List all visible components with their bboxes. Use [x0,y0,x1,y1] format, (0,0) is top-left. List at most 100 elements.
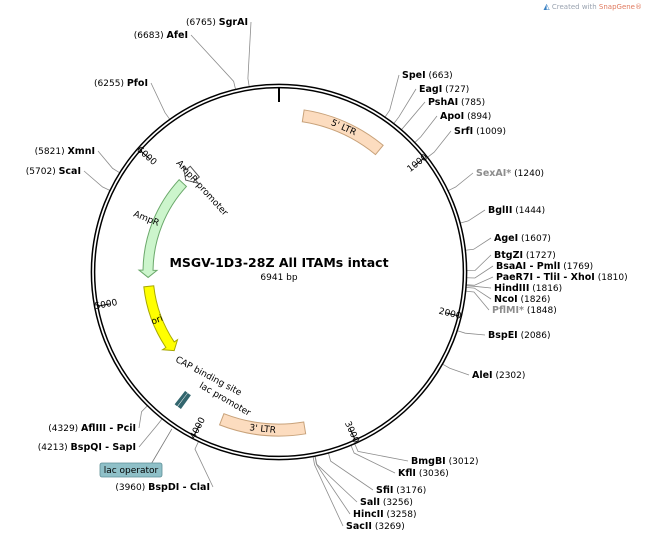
site-leader-sfii [328,452,374,491]
feature-label-lac-operator: lac operator [104,466,159,476]
site-name-eagi: EagI [419,84,442,95]
site-label-bspqi-sapi[interactable]: (4213) BspQI - SapI [38,442,136,453]
site-name-pshai: PshAI [428,97,458,108]
snapgene-logo-icon: ◭ [543,2,550,11]
site-label-afei[interactable]: (6683) AfeI [134,30,188,41]
site-pos-sexai: (1240) [511,169,544,179]
feature-label-ori: ori [150,314,165,328]
site-label-spei[interactable]: SpeI (663) [402,70,453,81]
site-label-bglii[interactable]: BglII (1444) [488,205,545,216]
site-name-scai: ScaI [59,166,81,177]
site-label-pshai[interactable]: PshAI (785) [428,97,485,108]
site-pos-bspei: (2086) [518,331,551,341]
backbone-outer-strand [90,83,468,461]
site-leader-bspdi-clai [194,441,214,488]
site-leader-eagi [393,88,417,124]
site-label-bspdi-clai[interactable]: (3960) BspDI - ClaI [115,482,210,493]
site-label-hindiii[interactable]: HindIII (1816) [494,283,562,294]
site-label-sfii[interactable]: SfiI (3176) [376,485,426,496]
site-leader-btgzi [466,254,492,271]
site-label-sgrai[interactable]: (6765) SgrAI [186,17,248,28]
site-pos-paer7i-tlii-xhoi: (1810) [595,273,628,283]
site-leader-scai [83,170,111,191]
site-name-ncoi: NcoI [494,294,518,305]
site-label-bmgbi[interactable]: BmgBI (3012) [411,456,479,467]
site-label-scai[interactable]: (5702) ScaI [26,166,81,177]
site-label-alei[interactable]: AleI (2302) [472,370,525,381]
site-pos-eagi: (727) [442,85,469,95]
feature-leader-lac-operator [149,428,173,467]
site-leader-pfoi [150,82,171,120]
tick-mark-2000 [445,312,458,317]
site-name-afliii-pcii: AflIII - PciI [81,423,136,434]
site-leader-afliii-pcii [138,405,148,429]
site-name-sexai: SexAI* [476,168,511,179]
site-name-sali: SalI [360,497,380,508]
site-label-sali[interactable]: SalI (3256) [360,497,413,508]
site-pos-bglii: (1444) [512,206,545,216]
site-label-agei[interactable]: AgeI (1607) [494,233,551,244]
plasmid-name: MSGV-1D3-28Z All ITAMs intact [169,255,388,270]
site-label-hincii[interactable]: HincII (3258) [353,509,416,520]
site-label-ncoi[interactable]: NcoI (1826) [494,294,550,305]
site-name-sfii: SfiI [376,485,393,496]
site-label-kfli[interactable]: KflI (3036) [398,468,449,479]
site-label-xmni[interactable]: (5821) XmnI [35,146,95,157]
site-leader-pflmi [465,290,490,311]
site-leader-xmni [97,150,120,174]
site-pos-bspdi-clai: (3960) [115,483,148,493]
site-name-apoi: ApoI [440,111,464,122]
site-pos-pfoi: (6255) [94,79,127,89]
feature-lac-operator [99,462,163,478]
site-leader-pshai [401,101,426,131]
site-label-pflmi[interactable]: PflMI* (1848) [492,305,557,316]
site-label-btgzi[interactable]: BtgZI (1727) [494,250,556,261]
site-name-bsaai-pmli: BsaAI - PmlI [496,261,560,272]
site-pos-afei: (6683) [134,31,167,41]
site-name-srfi: SrfI [454,126,473,137]
site-leader-spei [384,74,400,118]
site-leader-kfli [350,445,396,474]
site-pos-hindiii: (1816) [529,284,562,294]
site-name-alei: AleI [472,370,493,381]
site-label-bsaai-pmli[interactable]: BsaAI - PmlI (1769) [496,261,593,272]
site-pos-sacii: (3269) [372,522,405,532]
site-leader-afei [190,34,236,90]
site-pos-pshai: (785) [458,98,485,108]
site-pos-hincii: (3258) [384,510,417,520]
site-leader-sgrai [247,21,252,87]
site-name-agei: AgeI [494,233,518,244]
site-leader-bspei [457,330,486,336]
site-label-apoi[interactable]: ApoI (894) [440,111,491,122]
site-leader-agei [465,237,492,251]
feature-ori [143,285,179,352]
site-label-sexai[interactable]: SexAI* (1240) [476,168,544,179]
site-pos-pflmi: (1848) [524,306,557,316]
site-leader-alei [442,363,470,376]
site-name-spei: SpeI [402,70,426,81]
feature-ampr-promoter [182,165,201,185]
site-label-bspei[interactable]: BspEI (2086) [488,330,551,341]
site-label-paer7i-tlii-xhoi[interactable]: PaeR7I - TliI - XhoI (1810) [496,272,628,283]
site-label-afliii-pcii[interactable]: (4329) AflIII - PciI [48,423,136,434]
site-name-bspqi-sapi: BspQI - SapI [71,442,136,453]
tick-label-6000: 6000 [134,145,158,168]
tick-mark-4000 [193,424,201,436]
site-name-bspei: BspEI [488,330,518,341]
site-name-btgzi: BtgZI [494,250,523,261]
site-label-sacii[interactable]: SacII (3269) [346,521,405,532]
site-name-kfli: KflI [398,468,416,479]
tick-label-4000: 4000 [189,416,209,441]
site-labels: SpeI (663) EagI (727) PshAI (785) ApoI (894… [26,17,628,532]
site-name-afei: AfeI [167,30,188,41]
site-name-bglii: BglII [488,205,512,216]
site-label-pfoi[interactable]: (6255) PfoI [94,78,148,89]
site-name-hindiii: HindIII [494,283,529,294]
tick-mark-3000 [349,428,356,440]
site-leader-sexai [447,172,474,192]
site-label-eagi[interactable]: EagI (727) [419,84,469,95]
site-pos-bsaai-pmli: (1769) [560,262,593,272]
site-pos-sali: (3256) [380,498,413,508]
site-label-srfi[interactable]: SrfI (1009) [454,126,506,137]
